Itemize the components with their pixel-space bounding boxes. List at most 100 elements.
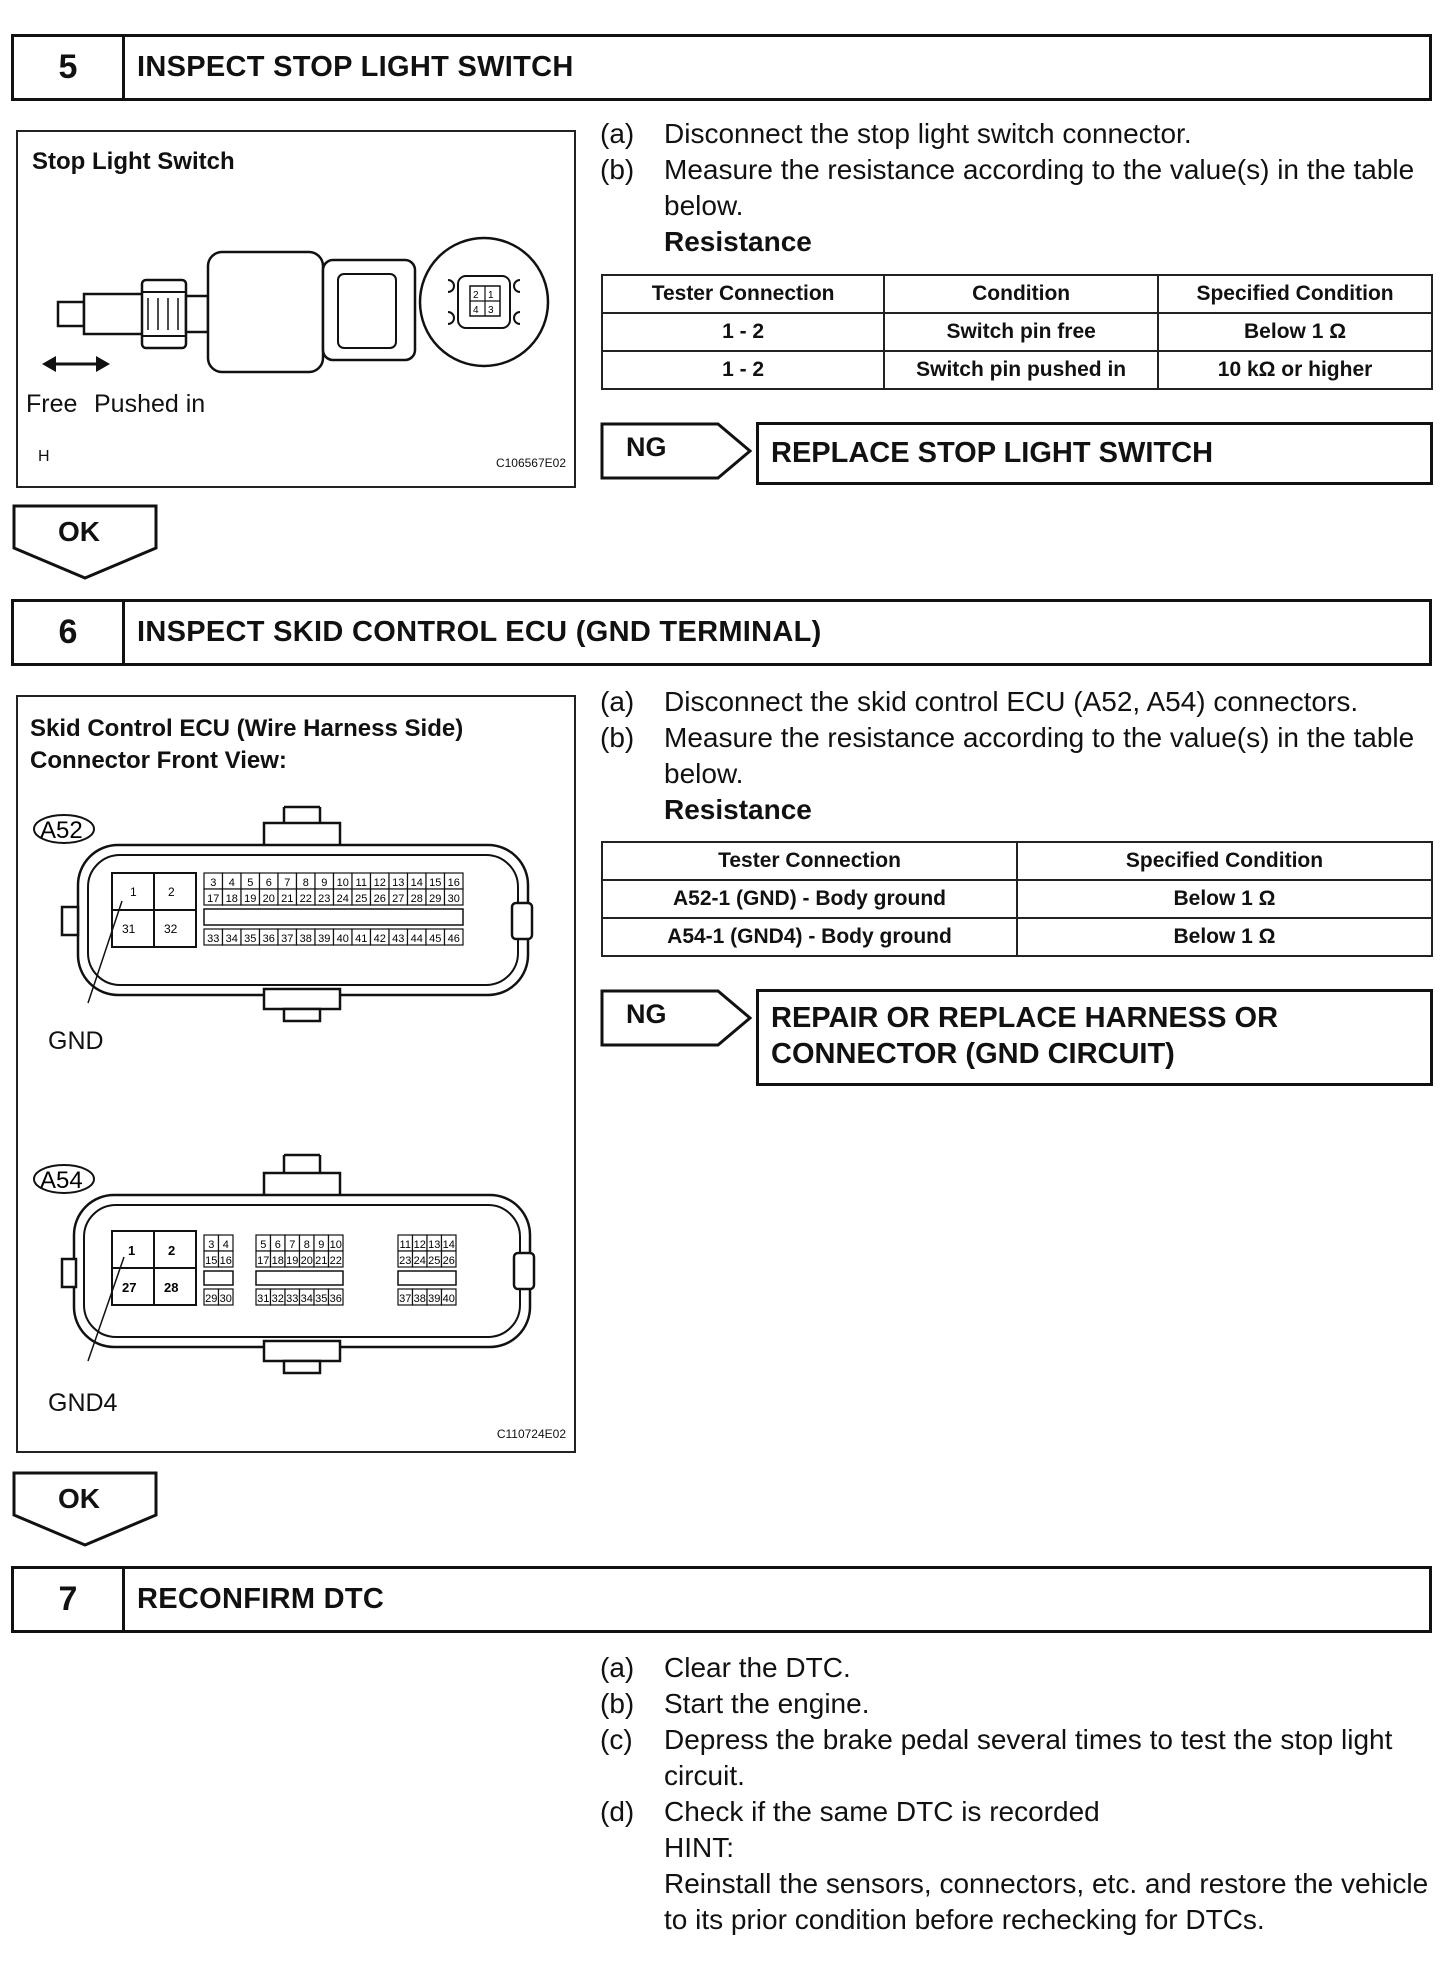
step-number: 6 bbox=[14, 602, 125, 663]
pin-label: 37 bbox=[399, 1293, 411, 1305]
section-5-header: 5 INSPECT STOP LIGHT SWITCH bbox=[11, 34, 1432, 101]
pin-label: 38 bbox=[414, 1293, 426, 1305]
pin-label: 42 bbox=[374, 933, 386, 945]
pin-label: 1 bbox=[488, 290, 494, 301]
pin-label: 10 bbox=[337, 877, 349, 889]
pin-label: 2 bbox=[168, 1243, 175, 1258]
step-text: Measure the resistance according to the … bbox=[664, 722, 1415, 789]
table-title: Resistance bbox=[664, 226, 812, 257]
pin-label: 20 bbox=[301, 1255, 313, 1267]
connector-a52-label: A52 bbox=[40, 817, 83, 844]
pin-label: 3 bbox=[208, 1239, 214, 1251]
pin-label: 5 bbox=[260, 1239, 266, 1251]
pin-label: 4 bbox=[223, 1239, 229, 1251]
pin-label: 39 bbox=[318, 933, 330, 945]
pin-label: 14 bbox=[411, 877, 423, 889]
step-number: 5 bbox=[14, 37, 125, 98]
pin-label: 3 bbox=[210, 877, 216, 889]
figure-label: Stop Light Switch bbox=[32, 148, 235, 175]
pin-label: 2 bbox=[168, 885, 175, 899]
table-row: A52-1 (GND) - Body ground Below 1 Ω bbox=[601, 879, 1433, 919]
figure-code: C110724E02 bbox=[496, 1427, 566, 1441]
pushed-in-label: Pushed in bbox=[94, 390, 206, 418]
table-cell: A54-1 (GND4) - Body ground bbox=[601, 917, 1018, 957]
hint-label: HINT: bbox=[664, 1832, 734, 1863]
pin-label: 36 bbox=[330, 1293, 342, 1305]
step-text: Disconnect the skid control ECU (A52, A5… bbox=[664, 686, 1359, 717]
pin-cell bbox=[327, 1288, 344, 1306]
figure-label-line1: Skid Control ECU (Wire Harness Side) bbox=[30, 715, 464, 742]
ecu-connector-figure: Skid Control ECU (Wire Harness Side) Con… bbox=[16, 695, 576, 1453]
pin-label: 37 bbox=[281, 933, 293, 945]
section-6-steps: (a) Disconnect the skid control ECU (A52… bbox=[600, 684, 1444, 828]
pin-label: 22 bbox=[330, 1255, 342, 1267]
ng-arrow bbox=[600, 989, 753, 1047]
section-7-header: 7 RECONFIRM DTC bbox=[11, 1566, 1432, 1633]
step-number: 7 bbox=[14, 1569, 125, 1630]
pin-label: 33 bbox=[286, 1293, 298, 1305]
pin-label: 29 bbox=[205, 1293, 217, 1305]
pin-label: 16 bbox=[448, 877, 460, 889]
pin-label: 6 bbox=[275, 1239, 281, 1251]
pin-label: 40 bbox=[337, 933, 349, 945]
table-header: Specified Condition bbox=[1016, 841, 1433, 881]
ok-arrow bbox=[12, 1471, 158, 1547]
pin-label: 22 bbox=[300, 893, 312, 905]
ng-action: REPAIR OR REPLACE HARNESS OR CONNECTOR (… bbox=[756, 989, 1433, 1086]
pin-cell bbox=[443, 888, 464, 906]
pin-label: 41 bbox=[355, 933, 367, 945]
pin-label: 38 bbox=[300, 933, 312, 945]
connector-a54-label: A54 bbox=[40, 1167, 83, 1194]
table-row: 1 - 2 Switch pin free Below 1 Ω bbox=[600, 312, 1433, 352]
gnd-label: GND bbox=[48, 1027, 104, 1055]
step-item: (a) Clear the DTC. bbox=[600, 1650, 1444, 1686]
pin-label: 15 bbox=[205, 1255, 217, 1267]
pin-label: 39 bbox=[428, 1293, 440, 1305]
pin-label: 1 bbox=[128, 1243, 135, 1258]
ok-label: OK bbox=[58, 1483, 100, 1514]
pin-label: 7 bbox=[284, 877, 290, 889]
figure-label-line2: Connector Front View: bbox=[30, 747, 287, 774]
table-header-row: Tester Connection Specified Condition bbox=[601, 841, 1433, 881]
table-header: Specified Condition bbox=[1157, 274, 1433, 314]
pin-label: 24 bbox=[414, 1255, 426, 1267]
gnd4-label: GND4 bbox=[48, 1389, 118, 1417]
pin-label: 23 bbox=[399, 1255, 411, 1267]
pin-label: 18 bbox=[226, 893, 238, 905]
pin-label: 24 bbox=[337, 893, 349, 905]
pin-label: 13 bbox=[428, 1239, 440, 1251]
step-letter: (a) bbox=[600, 1652, 635, 1683]
figure-mark: H bbox=[38, 448, 50, 465]
step-text: Disconnect the stop light switch connect… bbox=[664, 118, 1192, 149]
pin-cell bbox=[440, 1288, 457, 1306]
pin-label: 45 bbox=[429, 933, 441, 945]
pin-label: 14 bbox=[443, 1239, 455, 1251]
pin-label: 8 bbox=[303, 877, 309, 889]
pin-label: 4 bbox=[229, 877, 235, 889]
table-title: Resistance bbox=[664, 794, 812, 825]
pin-label: 35 bbox=[315, 1293, 327, 1305]
pin-label: 20 bbox=[263, 893, 275, 905]
pin-label: 3 bbox=[488, 305, 494, 316]
pin-label: 31 bbox=[257, 1293, 269, 1305]
pin-cell bbox=[217, 1250, 234, 1268]
step-text: Measure the resistance according to the … bbox=[664, 154, 1415, 221]
stop-light-switch-figure: Stop Light Switch 2 1 4 3 bbox=[16, 130, 576, 488]
pin-label: 32 bbox=[272, 1293, 284, 1305]
step-title: RECONFIRM DTC bbox=[137, 1583, 385, 1615]
pin-label: 9 bbox=[318, 1239, 324, 1251]
pin-label: 30 bbox=[220, 1293, 232, 1305]
pin-label: 26 bbox=[374, 893, 386, 905]
table-cell: A52-1 (GND) - Body ground bbox=[601, 879, 1018, 919]
pin-label: 36 bbox=[263, 933, 275, 945]
pin-label: 4 bbox=[473, 305, 479, 316]
ok-label: OK bbox=[58, 516, 100, 547]
pin-cell bbox=[327, 1250, 344, 1268]
pin-cell bbox=[440, 1250, 457, 1268]
table-cell: Below 1 Ω bbox=[1016, 917, 1433, 957]
pin-label: 12 bbox=[374, 877, 386, 889]
figure-code: C106567E02 bbox=[495, 456, 566, 470]
pin-label: 27 bbox=[122, 1280, 136, 1295]
table-header: Condition bbox=[883, 274, 1160, 314]
pin-label: 21 bbox=[281, 893, 293, 905]
